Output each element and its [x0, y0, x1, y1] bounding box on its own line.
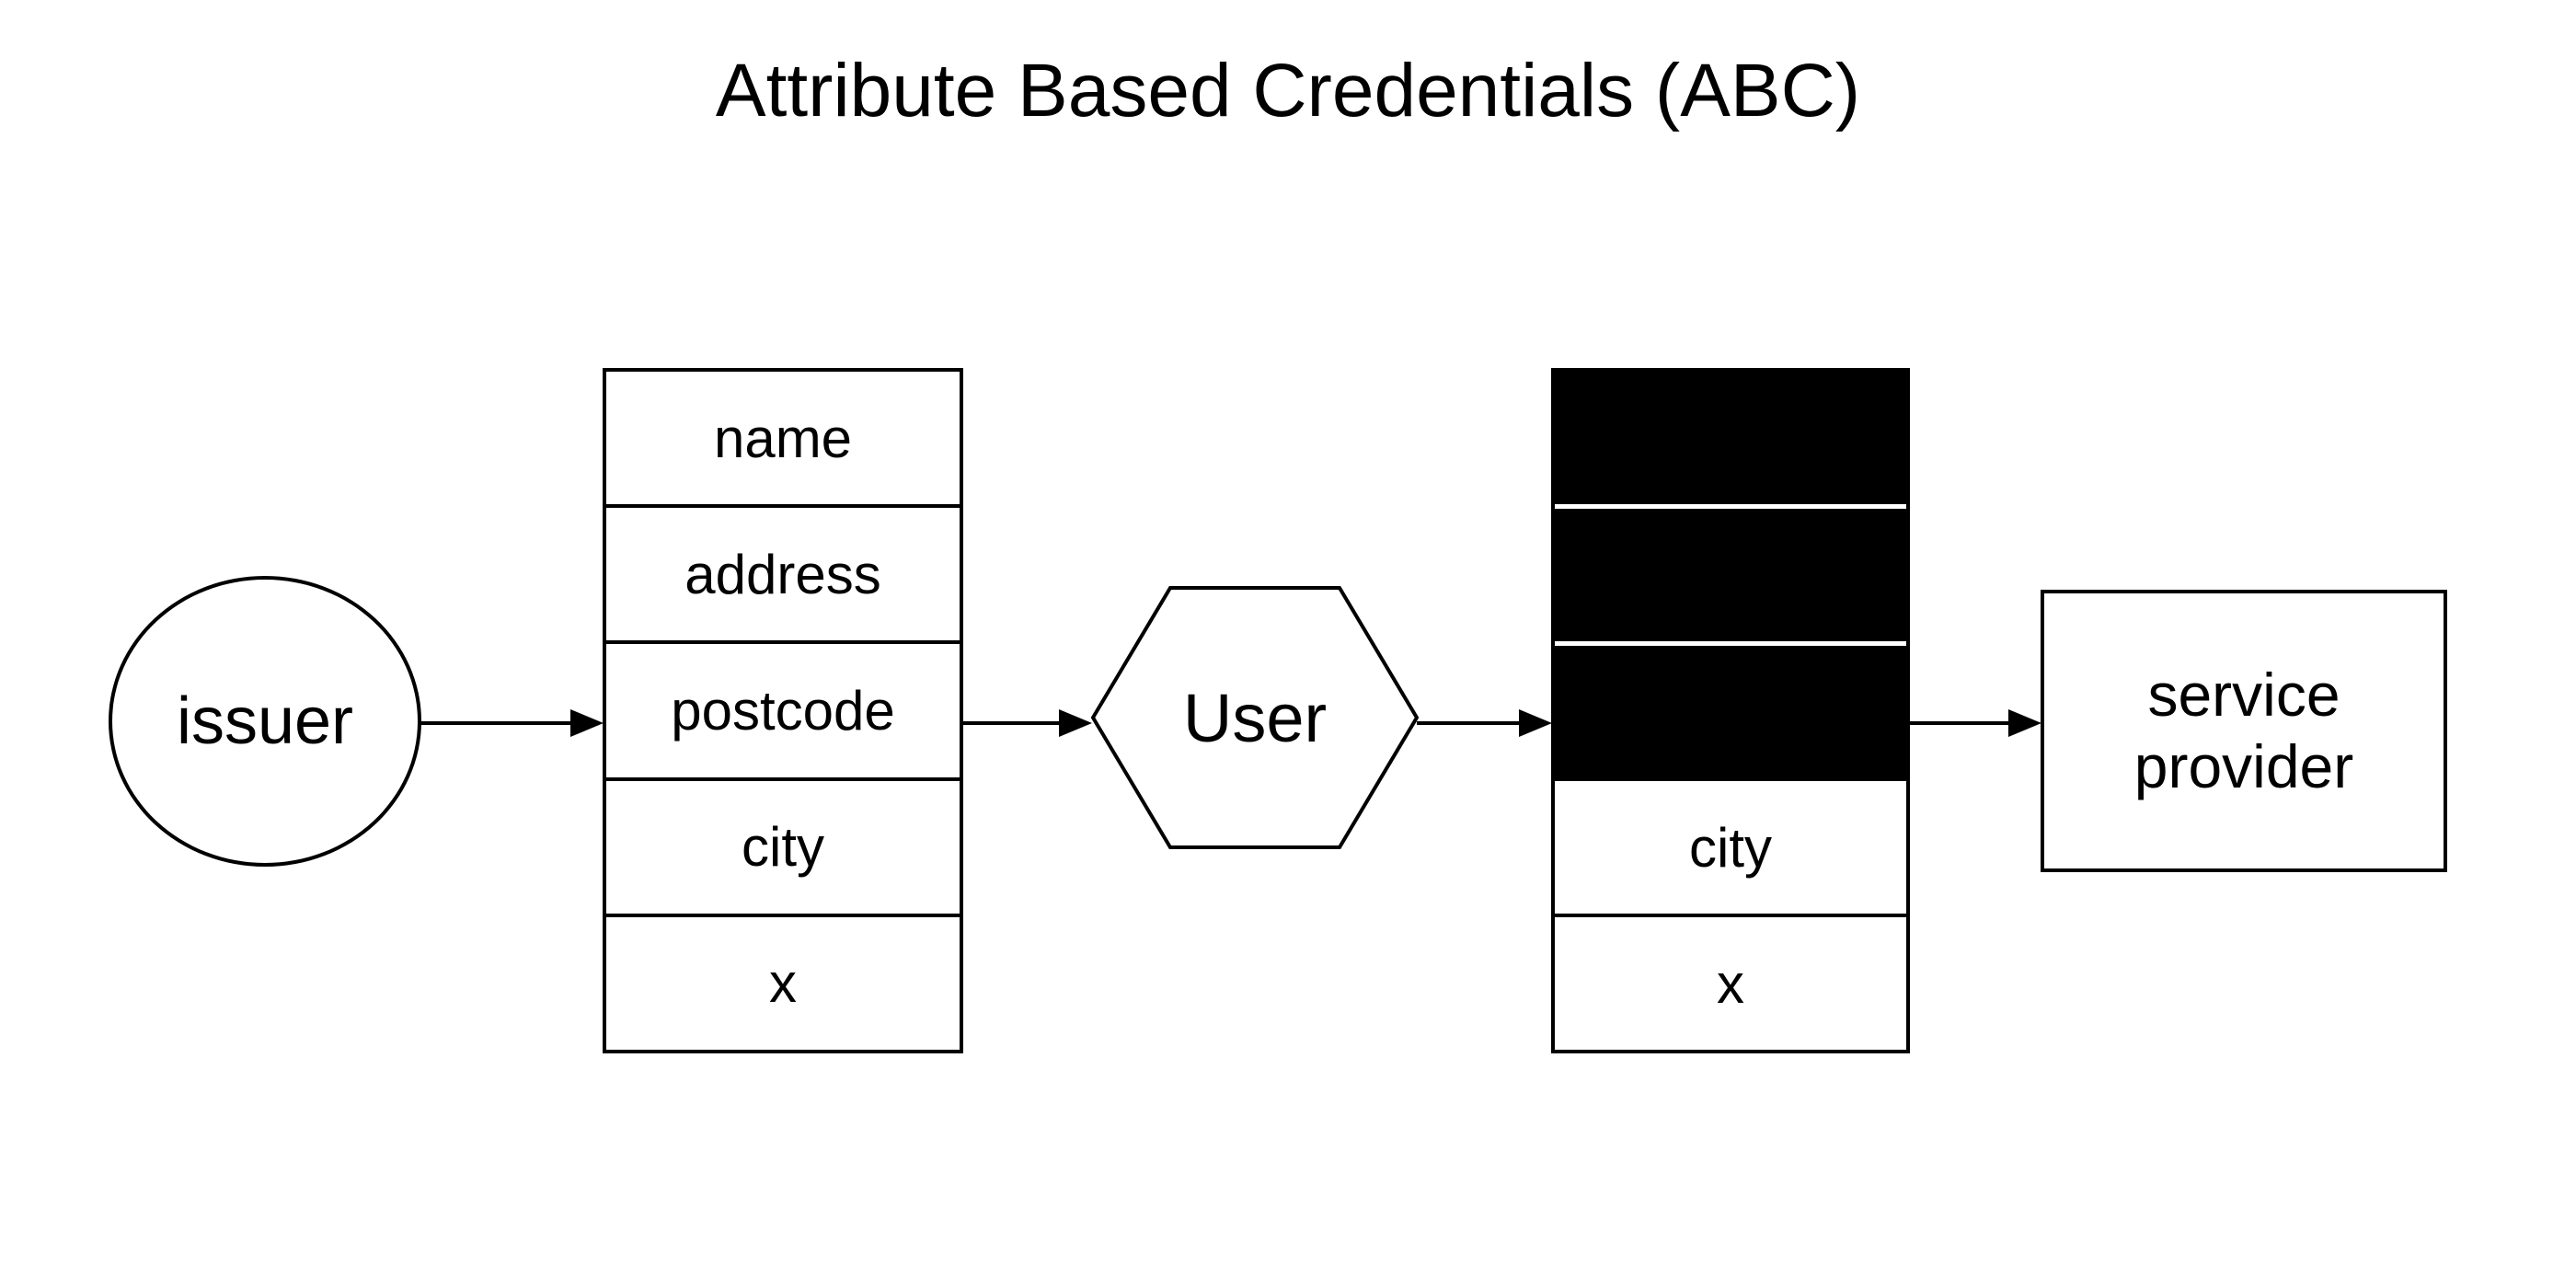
issuer-node: issuer — [109, 576, 421, 867]
service-provider-node: service provider — [2041, 590, 2447, 872]
attribute-row-postcode: postcode — [606, 640, 960, 777]
issued-credential-table: name address postcode city x — [603, 368, 963, 1053]
attribute-row-city: city — [1555, 777, 1906, 914]
presented-credential-table: city x — [1551, 368, 1910, 1053]
issuer-label: issuer — [176, 684, 354, 758]
attribute-row-name: name — [606, 372, 960, 505]
attribute-row-address: address — [606, 504, 960, 641]
arrow-issuer-to-credential-head — [570, 709, 604, 737]
attribute-label: address — [684, 543, 881, 605]
arrow-credential-to-user-head — [1059, 709, 1092, 737]
attribute-row-x: x — [606, 913, 960, 1051]
arrow-user-to-presented-head — [1519, 709, 1552, 737]
attribute-row-city: city — [606, 776, 960, 914]
user-node: User — [1091, 586, 1419, 849]
attribute-label: name — [713, 407, 853, 469]
redacted-row — [1555, 372, 1906, 504]
hexagon-shape — [1091, 586, 1419, 849]
arrow-credential-to-user-line — [961, 721, 1063, 725]
attribute-label: city — [1689, 816, 1772, 879]
attribute-label: x — [769, 952, 797, 1015]
service-provider-label: service provider — [2133, 661, 2354, 800]
redacted-row — [1555, 503, 1906, 641]
arrow-user-to-presented-line — [1417, 721, 1523, 725]
arrow-presented-to-provider-head — [2008, 709, 2041, 737]
arrow-presented-to-provider-line — [1908, 721, 2011, 725]
arrow-issuer-to-credential-line — [420, 721, 574, 725]
attribute-label: city — [742, 816, 824, 879]
attribute-label: x — [1717, 952, 1744, 1015]
diagram-title: Attribute Based Credentials (ABC) — [715, 49, 1861, 132]
attribute-row-x: x — [1555, 914, 1906, 1050]
redacted-row — [1555, 640, 1906, 778]
attribute-label: postcode — [671, 680, 895, 742]
user-label: User — [1182, 679, 1328, 756]
